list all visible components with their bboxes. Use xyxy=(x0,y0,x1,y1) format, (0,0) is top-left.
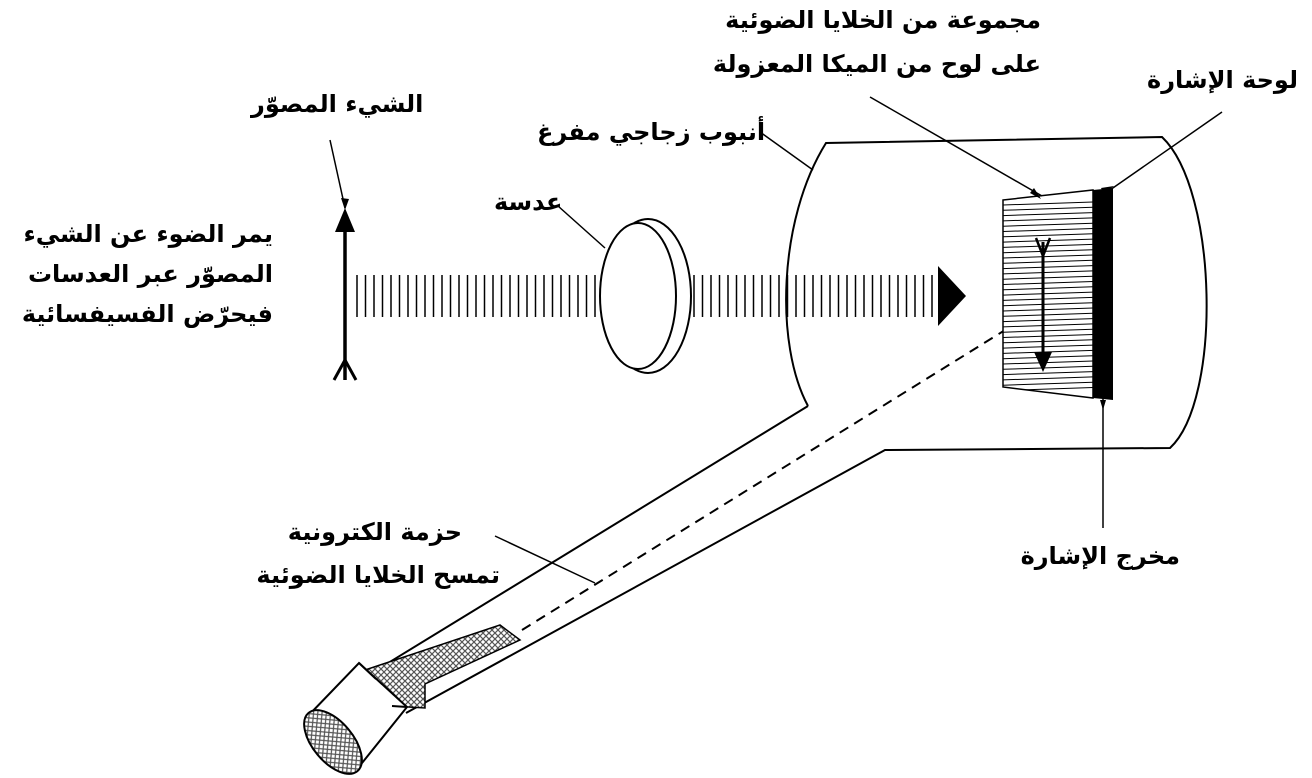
leader-imaged-object xyxy=(329,139,346,209)
light-path-text-line2: المصوّر عبر العدسات xyxy=(27,260,273,288)
lens-label: عدسة xyxy=(494,188,563,216)
leader-lens xyxy=(557,205,606,249)
electron-beam-label-line2: تمسح الخلايا الضوئية xyxy=(256,561,500,589)
mosaic-label-line1: مجموعة من الخلايا الضوئية xyxy=(725,6,1041,34)
leader-arrowheads xyxy=(341,186,1114,410)
light-rays-lens-to-mosaic xyxy=(693,275,933,317)
electron-beam-label-line1: حزمة الكترونية xyxy=(287,518,462,546)
light-rays-object-to-lens xyxy=(356,275,630,317)
light-path-text-line3: فيحرّض الفسيفسائية xyxy=(21,300,273,328)
photocell-mosaic xyxy=(1002,189,1094,399)
mosaic-label-line2: على لوح من الميكا المعزولة xyxy=(712,50,1041,78)
light-path-text-line1: يمر الضوء عن الشيء xyxy=(23,220,273,248)
imaged-object-arrow xyxy=(332,208,358,381)
gun-cathode-face xyxy=(303,709,363,775)
imaged-object-label: الشيء المصوّر xyxy=(251,90,424,118)
electron-gun xyxy=(303,624,522,775)
leader-glass-tube xyxy=(759,131,814,171)
light-direction-arrowhead xyxy=(938,266,966,326)
signal-output-label: مخرج الإشارة xyxy=(1020,542,1180,570)
signal-plate xyxy=(1093,188,1113,400)
glass-tube-label: أنبوب زجاجي مفرغ xyxy=(537,118,766,146)
label-leaders xyxy=(329,96,1223,584)
leader-electron-beam xyxy=(494,535,596,584)
electron-beam-path xyxy=(521,321,1019,631)
leader-signal-plate xyxy=(1109,111,1223,191)
signal-plate-label: لوحة الإشارة xyxy=(1147,66,1298,94)
glass-tube-outline xyxy=(405,135,1208,714)
lens xyxy=(599,218,692,374)
tube-neck-top-line xyxy=(379,405,809,669)
leader-mosaic xyxy=(869,96,1043,197)
